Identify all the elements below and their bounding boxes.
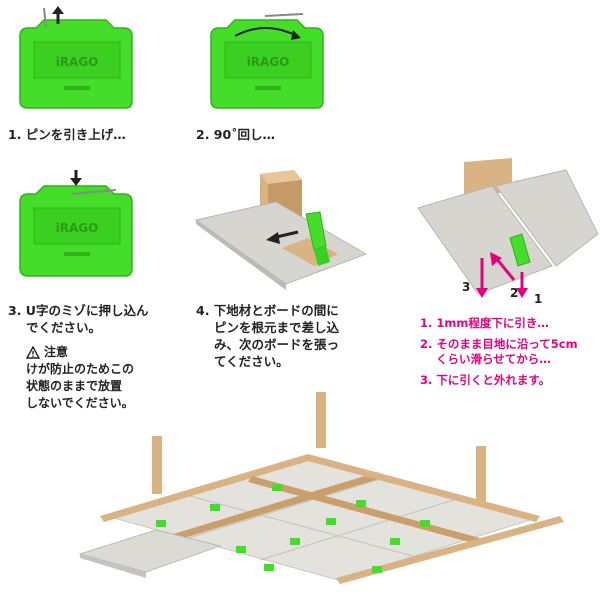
warning-title: 注意: [44, 344, 68, 361]
svg-text:iRAGO: iRAGO: [56, 221, 99, 235]
removal-arrows: [452, 244, 542, 304]
removal-line3: 3. 下に引くと外れます。: [420, 373, 578, 388]
ceiling-overview-illustration: [60, 388, 590, 598]
warning-title-row: 注意: [26, 344, 134, 361]
step1-caption: 1. ピンを引き上げ…: [8, 124, 126, 143]
step2-illustration: iRAGO: [205, 6, 335, 118]
warning-triangle-icon: [26, 346, 40, 359]
step4-line4: てください。: [196, 353, 339, 370]
removal-line2b: くらい滑らせてから…: [420, 352, 578, 367]
removal-num-2: 2: [510, 286, 518, 300]
removal-line1: 1. 1mm程度下に引き…: [420, 316, 578, 331]
step4-line1: 4. 下地材とボードの間に: [196, 302, 339, 319]
warning-line1: けが防止のためこの: [26, 361, 134, 378]
step3-caption: 3. U字のミゾに押し込ん でください。: [8, 302, 148, 336]
step1-illustration: iRAGO: [14, 6, 144, 118]
removal-num-1: 1: [534, 292, 542, 306]
step3-illustration: iRAGO: [14, 168, 144, 286]
removal-num-3: 3: [462, 280, 470, 294]
step4-line3: み、次のボードを張っ: [196, 336, 339, 353]
step2-caption: 2. 90˚回し…: [196, 124, 275, 143]
step3-line1: 3. U字のミゾに押し込ん: [8, 302, 148, 319]
step3-line2: でください。: [8, 319, 148, 336]
svg-text:iRAGO: iRAGO: [56, 55, 99, 69]
svg-text:iRAGO: iRAGO: [247, 55, 290, 69]
removal-caption: 1. 1mm程度下に引き… 2. そのまま目地に沿って5cm くらい滑らせてから…: [420, 316, 578, 388]
step4-line2: ピンを根元まで差し込: [196, 319, 339, 336]
step4-illustration: [190, 162, 370, 302]
step4-caption: 4. 下地材とボードの間に ピンを根元まで差し込 み、次のボードを張っ てくださ…: [196, 302, 339, 370]
removal-line2: 2. そのまま目地に沿って5cm: [420, 337, 578, 352]
